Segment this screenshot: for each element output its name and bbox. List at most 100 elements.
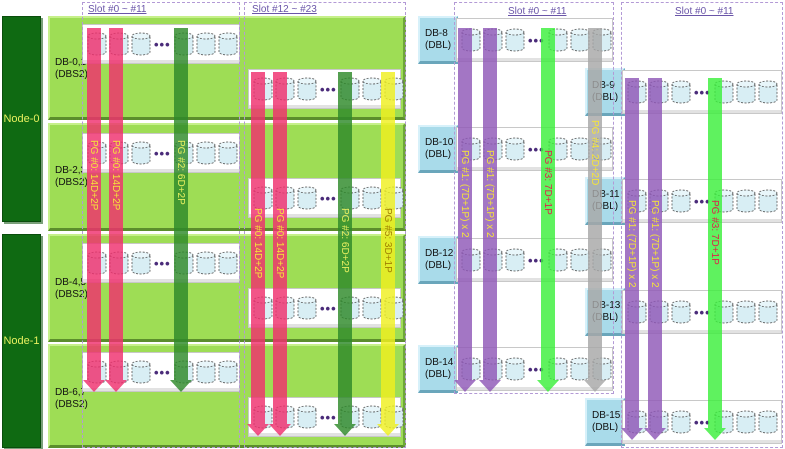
parity-group-arrow: PG #1: (7D+1P) x 2: [454, 28, 476, 392]
ellipsis: •••: [694, 193, 711, 209]
parity-group-label: PG #0: 14D+2P: [252, 208, 263, 279]
parity-group-arrow: PG #3: 7D+1P: [704, 78, 726, 440]
parity-group-arrow: PG #0: 14D+2P: [247, 72, 269, 436]
parity-group-arrow: PG #1: (7D+1P) x 2: [644, 78, 666, 440]
disk-drive-icon: [758, 410, 778, 434]
parity-group-label: PG #2: 6D+2P: [175, 140, 186, 205]
db-label: DB-10(DBL): [425, 137, 454, 160]
parity-group-label: PG #0: 14D+2P: [274, 208, 285, 279]
node-0: Node-0: [2, 16, 41, 222]
disk-drive-icon: [736, 410, 756, 434]
parity-group-arrow: PG #0: 14D+2P: [83, 28, 105, 392]
db-label: DB-8(DBL): [425, 28, 452, 51]
disk-drive-icon: [196, 251, 216, 275]
ellipsis: •••: [528, 32, 545, 48]
slot-frame: [244, 2, 406, 448]
disk-drive-icon: [297, 405, 317, 429]
disk-drive-icon: [196, 32, 216, 56]
enclosure-db-12: [418, 236, 458, 284]
disk-drive-icon: [297, 296, 317, 320]
parity-group-label: PG #2: 6D+2P: [339, 208, 350, 273]
parity-group-arrow: PG #0: 14D+2P: [269, 72, 291, 436]
disk-drive-icon: [218, 32, 238, 56]
disk-drive-icon: [131, 251, 151, 275]
node-1: Node-1: [2, 234, 41, 448]
db-label: DB-12(DBL): [425, 248, 454, 271]
db-label: DB-13(DBL): [592, 300, 621, 323]
parity-group-label: PG #1: (7D+1P) x 2: [649, 200, 660, 288]
drive-tray: •••: [456, 18, 613, 62]
ellipsis: •••: [320, 409, 337, 425]
disk-drive-icon: [758, 300, 778, 324]
ellipsis: •••: [154, 145, 171, 161]
disk-drive-icon: [218, 251, 238, 275]
disk-drive-icon: [297, 186, 317, 210]
ellipsis: •••: [528, 361, 545, 377]
parity-group-arrow: PG #3: 7D+1P: [537, 28, 559, 392]
disk-drive-icon: [671, 189, 691, 213]
parity-group-arrow: PG #5: 3D+1P: [377, 72, 399, 436]
slot-frame: [82, 2, 240, 448]
enclosure-db-10: [418, 125, 458, 173]
disk-drive-icon: [758, 189, 778, 213]
disk-drive-icon: [570, 357, 590, 381]
disk-drive-icon: [218, 360, 238, 384]
disk-drive-icon: [671, 300, 691, 324]
disk-drive-icon: [131, 141, 151, 165]
parity-group-label: PG #1: (7D+1P) x 2: [459, 150, 470, 238]
ellipsis: •••: [528, 141, 545, 157]
ellipsis: •••: [528, 252, 545, 268]
disk-drive-icon: [362, 296, 382, 320]
parity-group-label: PG #1: (7D+1P) x 2: [484, 150, 495, 238]
slot-label: Slot #0 ~ #11: [88, 4, 147, 15]
slot-frame: [454, 2, 614, 394]
db-label: DB-11(DBL): [592, 189, 620, 212]
disk-drive-icon: [131, 32, 151, 56]
db-label: DB-4,5(DBS2): [55, 277, 88, 300]
ellipsis: •••: [320, 190, 337, 206]
ellipsis: •••: [694, 304, 711, 320]
disk-drive-icon: [297, 77, 317, 101]
db-label: DB-15(DBL): [592, 410, 621, 433]
ellipsis: •••: [320, 81, 337, 97]
ellipsis: •••: [694, 414, 711, 430]
parity-group-label: PG #5: 3D+1P: [382, 208, 393, 273]
parity-group-label: PG #3: 7D+1P: [709, 200, 720, 265]
drive-tray: •••: [82, 243, 240, 283]
parity-group-label: PG #0: 14D+2P: [88, 140, 99, 211]
slot-label: Slot #12 ~ #23: [252, 4, 317, 15]
parity-group-arrow: PG #1: (7D+1P) x 2: [621, 78, 643, 440]
ellipsis: •••: [694, 84, 711, 100]
db-label: DB-0,1(DBS2): [55, 57, 88, 80]
disk-drive-icon: [505, 28, 525, 52]
disk-drive-icon: [362, 186, 382, 210]
disk-drive-icon: [736, 189, 756, 213]
disk-drive-icon: [196, 360, 216, 384]
parity-group-arrow: PG #4: 2D+2D: [584, 28, 606, 392]
parity-group-label: PG #1: (7D+1P) x 2: [626, 200, 637, 288]
ellipsis: •••: [320, 300, 337, 316]
enclosure-db-15: [585, 398, 625, 446]
node-label: Node-0: [3, 113, 40, 125]
disk-drive-icon: [218, 141, 238, 165]
disk-drive-icon: [671, 410, 691, 434]
parity-group-label: PG #0: 14D+2P: [110, 140, 121, 211]
ellipsis: •••: [154, 364, 171, 380]
disk-drive-icon: [570, 248, 590, 272]
ellipsis: •••: [154, 36, 171, 52]
slot-label: Slot #0 ~ #11: [675, 6, 734, 17]
disk-drive-icon: [570, 28, 590, 52]
node-label: Node-1: [3, 335, 40, 347]
parity-group-arrow: PG #2: 6D+2P: [334, 72, 356, 436]
drive-tray: •••: [456, 127, 613, 171]
parity-group-label: PG #3: 7D+1P: [542, 150, 553, 215]
disk-drive-icon: [505, 357, 525, 381]
disk-drive-icon: [196, 141, 216, 165]
db-label: DB-9(DBL): [592, 80, 619, 103]
db-label: DB-14(DBL): [425, 357, 454, 380]
parity-group-arrow: PG #1: (7D+1P) x 2: [479, 28, 501, 392]
disk-drive-icon: [362, 77, 382, 101]
disk-drive-icon: [758, 80, 778, 104]
slot-frame: [621, 2, 783, 448]
parity-group-arrow: PG #0: 14D+2P: [105, 28, 127, 392]
